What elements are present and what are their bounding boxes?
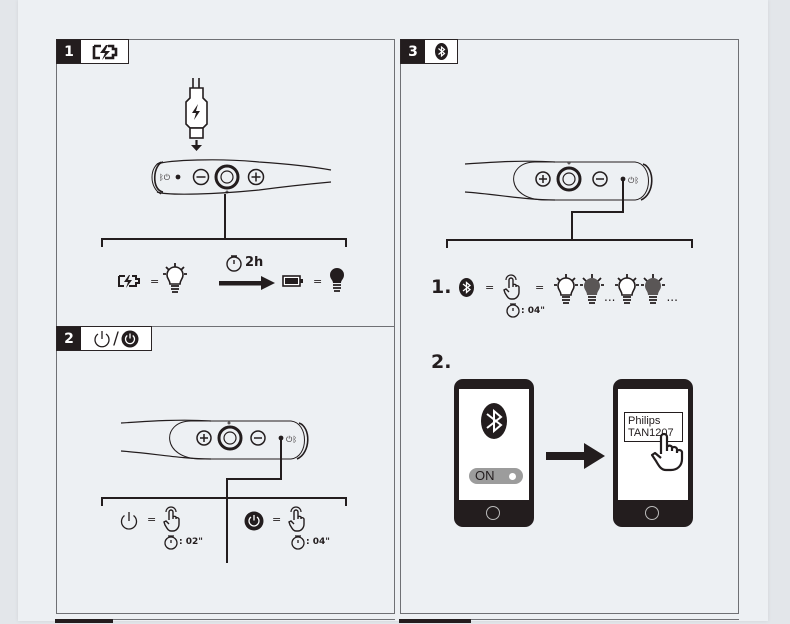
arrow-right-icon <box>546 443 605 469</box>
svg-text:⏻ᛒ: ⏻ᛒ <box>628 176 639 185</box>
panel-bluetooth: 3 ⏻ᛒ 1. <box>400 39 739 614</box>
charge-battery-icon <box>118 275 140 288</box>
equals-sign: = <box>313 275 323 288</box>
step-1-label: 1. <box>431 276 452 298</box>
next-panel-top-right <box>399 619 739 624</box>
bluetooth-toggle[interactable]: ON <box>469 468 523 484</box>
equals-sign: = <box>272 513 282 526</box>
usb-cable-illustration <box>185 78 208 151</box>
lightbulb-solid-icon <box>330 268 344 292</box>
manual-page: 1 ᛒ⏻ <box>18 0 768 624</box>
hold-time: : 02" <box>179 537 203 547</box>
step-2-label: 2. <box>431 351 452 373</box>
next-panel-top-left <box>55 619 395 624</box>
tap-hand-icon <box>650 432 684 472</box>
timer-icon <box>226 255 242 272</box>
timer-icon <box>291 535 305 550</box>
panel-3-tag: 3 <box>400 39 458 64</box>
hold-time: : 04" <box>521 306 545 316</box>
power-solid-icon <box>121 330 139 347</box>
battery-full-icon <box>282 275 303 287</box>
callout-line <box>571 211 573 241</box>
led-blink-sequence: ... ... <box>553 270 713 306</box>
press-hand-icon <box>503 274 520 300</box>
lightbulb-outline-blinking-icon <box>554 274 578 304</box>
panel-1-tag: 1 <box>56 39 129 64</box>
charging-equation: = 2h = <box>117 254 347 298</box>
power-solid-icon <box>244 511 264 531</box>
device-name-brand: Philips <box>628 415 661 427</box>
power-outline-icon <box>94 330 110 347</box>
headphone-controller-illustration: ⏻ᛒ <box>464 160 653 201</box>
callout-bracket <box>101 497 347 506</box>
lightbulb-outline-blinking-icon <box>615 274 640 304</box>
step-number: 1 <box>57 40 81 63</box>
equals-sign: = <box>147 513 157 526</box>
home-button <box>486 506 500 520</box>
phone-bluetooth-settings: ON <box>454 379 534 527</box>
step-number: 3 <box>401 40 425 63</box>
headphone-controller-illustration: ᛒ⏻ <box>151 159 332 195</box>
equals-sign: = <box>485 281 495 294</box>
panel-power: 2 / <box>56 326 395 614</box>
press-hand-icon <box>288 506 305 532</box>
callout-line <box>226 478 228 563</box>
callout-line <box>280 438 282 480</box>
equals-sign: = <box>535 281 545 294</box>
arrow-right-icon <box>219 276 275 290</box>
lightbulb-solid-blinking-icon <box>580 274 604 304</box>
lightbulb-solid-blinking-icon <box>641 274 666 304</box>
bluetooth-icon <box>434 43 448 60</box>
power-outline-icon <box>120 512 138 530</box>
callout-line <box>224 194 226 238</box>
callout-bracket <box>101 238 347 247</box>
phone-device-list: Philips TAN1207 <box>613 379 693 527</box>
callout-line <box>226 478 282 480</box>
toggle-label: ON <box>475 468 495 483</box>
bluetooth-icon <box>459 278 474 297</box>
ellipsis: ... <box>666 290 678 304</box>
timer-icon <box>506 303 520 318</box>
callout-line <box>622 179 624 212</box>
slash-separator: / <box>113 328 119 349</box>
callout-bracket <box>446 239 693 248</box>
callout-line <box>571 211 624 213</box>
hold-time: : 04" <box>306 537 330 547</box>
panel-2-tag: 2 / <box>56 326 152 351</box>
lightbulb-outline-blinking-icon <box>163 263 187 293</box>
home-button <box>645 506 659 520</box>
headphone-controller-illustration: ⏻ᛒ <box>120 419 309 460</box>
timer-icon <box>164 535 178 550</box>
press-hand-icon <box>163 506 180 532</box>
charge-battery-icon <box>92 44 117 60</box>
phone-screen: Philips TAN1207 <box>618 389 688 500</box>
phone-screen: ON <box>459 389 529 500</box>
svg-text:ᛒ⏻: ᛒ⏻ <box>159 173 171 182</box>
panel-charging: 1 ᛒ⏻ <box>56 39 395 327</box>
ellipsis: ... <box>604 290 616 304</box>
bluetooth-icon <box>481 403 507 439</box>
step-number: 2 <box>57 327 81 350</box>
svg-text:⏻ᛒ: ⏻ᛒ <box>286 435 297 444</box>
toggle-knob <box>509 472 516 480</box>
equals-sign: = <box>150 275 160 288</box>
charge-time: 2h <box>245 255 264 270</box>
